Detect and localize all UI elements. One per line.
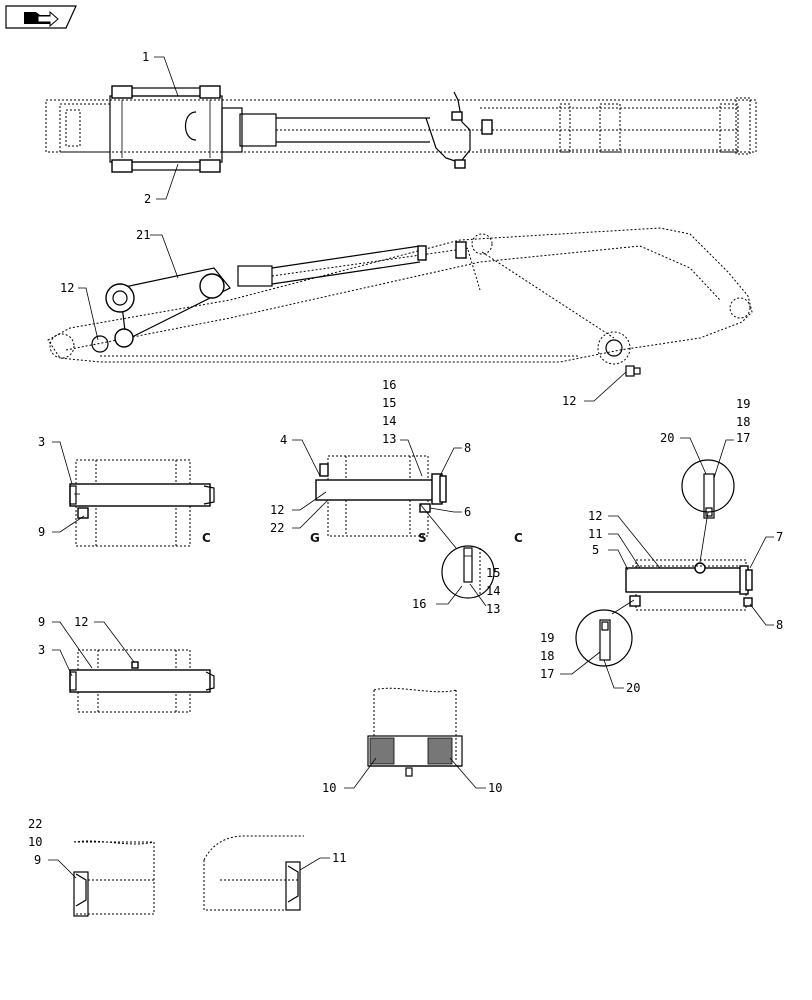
pin-assembly-3 bbox=[625, 559, 753, 611]
svg-text:17: 17 bbox=[540, 667, 554, 681]
pin-assembly-1 bbox=[69, 459, 215, 547]
callout-8-pin3: 8 bbox=[749, 603, 783, 632]
section-detail-right bbox=[203, 835, 304, 911]
seal-detail-pin3-bottom bbox=[575, 599, 635, 667]
callout-stack-pin3-top: 19 18 17 20 bbox=[660, 397, 750, 479]
callout-11-pin3: 11 bbox=[588, 527, 641, 569]
svg-text:9: 9 bbox=[34, 853, 41, 867]
svg-text:10: 10 bbox=[488, 781, 502, 795]
svg-text:11: 11 bbox=[332, 851, 346, 865]
svg-text:16: 16 bbox=[382, 378, 396, 392]
svg-text:4: 4 bbox=[280, 433, 287, 447]
callout-11-section: 11 bbox=[299, 851, 346, 871]
callout-2: 2 bbox=[144, 163, 179, 206]
callout-1: 1 bbox=[142, 50, 179, 97]
callout-3-pin4: 3 bbox=[38, 643, 73, 677]
svg-text:18: 18 bbox=[736, 415, 750, 429]
svg-text:12: 12 bbox=[74, 615, 88, 629]
boom-side-view bbox=[47, 227, 753, 365]
svg-text:22: 22 bbox=[28, 817, 42, 831]
svg-text:15: 15 bbox=[486, 566, 500, 580]
callout-12-pin4: 12 bbox=[74, 615, 135, 663]
callout-8-pin2: 8 bbox=[439, 441, 471, 477]
svg-text:10: 10 bbox=[322, 781, 336, 795]
callout-stack-detail-pin2: 15 14 13 16 bbox=[412, 566, 500, 616]
callout-22-pin2: 22 bbox=[270, 499, 329, 535]
svg-text:12: 12 bbox=[60, 281, 74, 295]
svg-text:20: 20 bbox=[626, 681, 640, 695]
svg-text:10: 10 bbox=[28, 835, 42, 849]
svg-text:G: G bbox=[310, 531, 320, 545]
callout-stack-pin3-bottom: 19 18 17 20 bbox=[540, 631, 640, 695]
svg-text:12: 12 bbox=[588, 509, 602, 523]
svg-text:21: 21 bbox=[136, 228, 150, 242]
callout-6-pin2: 6 bbox=[429, 505, 471, 519]
boom-top-view bbox=[45, 85, 757, 173]
svg-text:22: 22 bbox=[270, 521, 284, 535]
svg-text:S: S bbox=[418, 531, 427, 545]
svg-text:12: 12 bbox=[562, 394, 576, 408]
callout-9-pin4: 9 bbox=[38, 615, 93, 669]
svg-text:5: 5 bbox=[592, 543, 599, 557]
svg-text:13: 13 bbox=[486, 602, 500, 616]
svg-text:6: 6 bbox=[464, 505, 471, 519]
svg-text:8: 8 bbox=[776, 618, 783, 632]
pin-assembly-2 bbox=[315, 455, 447, 537]
callout-9-pin1: 9 bbox=[38, 515, 85, 539]
svg-text:2: 2 bbox=[144, 192, 151, 206]
seal-detail-pin2 bbox=[419, 503, 495, 599]
callout-10-bushing-right: 10 bbox=[449, 757, 502, 795]
svg-text:20: 20 bbox=[660, 431, 674, 445]
callout-5-pin3: 5 bbox=[592, 543, 629, 571]
svg-text:11: 11 bbox=[588, 527, 602, 541]
svg-text:8: 8 bbox=[464, 441, 471, 455]
callout-3-pin1: 3 bbox=[38, 435, 73, 485]
svg-text:15: 15 bbox=[382, 396, 396, 410]
svg-text:C: C bbox=[202, 531, 211, 545]
svg-text:17: 17 bbox=[736, 431, 750, 445]
svg-text:19: 19 bbox=[736, 397, 750, 411]
svg-text:9: 9 bbox=[38, 525, 45, 539]
seal-detail-pin3-top bbox=[681, 459, 735, 563]
callout-12-pin2: 12 bbox=[270, 491, 327, 517]
bushing-detail bbox=[367, 687, 463, 777]
svg-text:12: 12 bbox=[270, 503, 284, 517]
callout-7-pin3: 7 bbox=[749, 530, 783, 569]
callout-stack-section-left: 22 10 9 bbox=[28, 817, 77, 879]
pin-assembly-4 bbox=[69, 649, 215, 713]
callout-21: 21 bbox=[136, 228, 179, 279]
section-detail-left bbox=[73, 840, 155, 917]
svg-text:14: 14 bbox=[382, 414, 396, 428]
svg-text:7: 7 bbox=[776, 530, 783, 544]
callout-12-boom-left: 12 bbox=[60, 281, 99, 341]
svg-text:18: 18 bbox=[540, 649, 554, 663]
callout-10-bushing-left: 10 bbox=[322, 757, 377, 795]
svg-text:C: C bbox=[514, 531, 523, 545]
svg-text:1: 1 bbox=[142, 50, 149, 64]
svg-text:3: 3 bbox=[38, 435, 45, 449]
callout-stack-16-15-14-13: 16 15 14 13 bbox=[382, 378, 423, 477]
svg-text:19: 19 bbox=[540, 631, 554, 645]
svg-text:14: 14 bbox=[486, 584, 500, 598]
callout-4-pin2: 4 bbox=[280, 433, 321, 477]
watermark-cgsc: C G S C bbox=[202, 531, 523, 545]
callout-12-pin3: 12 bbox=[588, 509, 661, 569]
callout-12-boom-right: 12 bbox=[562, 365, 641, 408]
svg-text:3: 3 bbox=[38, 643, 45, 657]
svg-text:13: 13 bbox=[382, 432, 396, 446]
folder-arrow-icon[interactable] bbox=[5, 5, 77, 29]
svg-text:9: 9 bbox=[38, 615, 45, 629]
svg-text:16: 16 bbox=[412, 597, 426, 611]
